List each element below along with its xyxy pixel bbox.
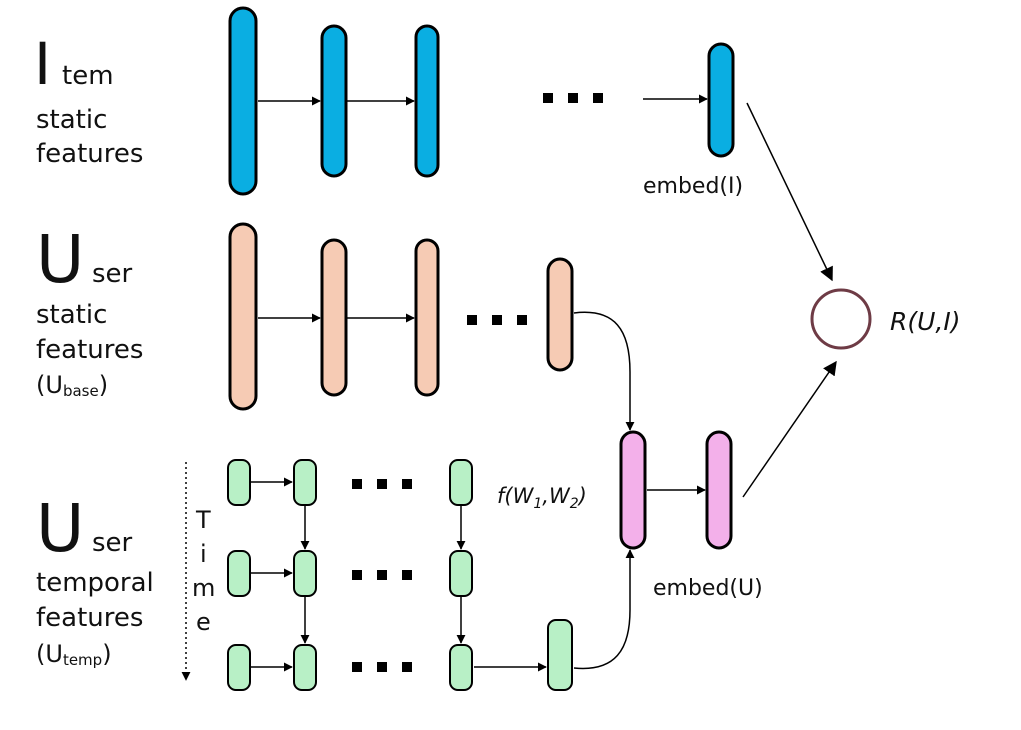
temporal-ellipsis-row3 xyxy=(352,662,412,672)
user-embed-layer xyxy=(705,430,733,550)
temporal-cell xyxy=(293,644,317,691)
f-function-label: f(W1,W2) xyxy=(497,484,587,512)
user-static-layer-3 xyxy=(414,238,440,397)
user-static-paren: (Ubase) xyxy=(36,371,108,400)
temporal-to-embed-arrow xyxy=(573,549,635,670)
user-to-output-arrow xyxy=(742,360,837,498)
user-temporal-network xyxy=(227,459,635,691)
item-to-output-arrow xyxy=(746,102,833,282)
item-layer-2 xyxy=(320,24,348,178)
combiner-layer xyxy=(619,430,647,550)
user-temporal-rest: ser xyxy=(92,528,133,558)
time-letter-i: i xyxy=(200,540,207,568)
item-rest: tem xyxy=(62,61,114,91)
item-layer-3 xyxy=(414,24,440,178)
user-temporal-line3: features xyxy=(36,603,143,633)
item-line3: features xyxy=(36,139,143,169)
temporal-cell xyxy=(449,459,473,506)
user-static-label: U ser static features (Ubase) xyxy=(36,221,143,400)
output-label: R(U,I) xyxy=(890,307,961,336)
user-static-initial: U xyxy=(36,221,84,298)
item-label: I tem static features xyxy=(34,30,143,169)
item-initial: I xyxy=(34,30,51,98)
temporal-cell xyxy=(293,550,317,597)
output: R(U,I) xyxy=(742,102,961,498)
user-static-layer-4 xyxy=(546,257,574,372)
temporal-ellipsis-row1 xyxy=(352,479,412,489)
temporal-cell xyxy=(449,644,473,691)
user-static-layer-2 xyxy=(320,238,348,397)
item-network: embed(I) xyxy=(228,6,743,199)
time-letter-e: e xyxy=(196,608,211,636)
output-circle xyxy=(810,288,872,350)
temporal-cell xyxy=(227,644,251,691)
time-letter-m: m xyxy=(192,574,215,602)
user-static-network xyxy=(228,222,635,431)
temporal-cell xyxy=(227,459,251,506)
user-temporal-paren: (Utemp) xyxy=(36,640,112,669)
user-static-ellipsis xyxy=(467,315,527,325)
user-temporal-label: U ser temporal features (Utemp) xyxy=(36,490,154,669)
item-line2: static xyxy=(36,105,107,135)
embed-item-label: embed(I) xyxy=(643,174,743,199)
user-static-rest: ser xyxy=(92,259,133,289)
user-temporal-initial: U xyxy=(36,490,84,567)
user-embed-network: f(W1,W2) embed(U) xyxy=(497,430,763,601)
time-axis: T i m e xyxy=(181,462,215,681)
time-letter-t: T xyxy=(195,506,211,534)
temporal-ellipsis-row2 xyxy=(352,570,412,580)
user-static-line2: static xyxy=(36,300,107,330)
embed-user-label: embed(U) xyxy=(653,576,763,601)
item-embed-layer xyxy=(707,42,735,158)
temporal-cell xyxy=(293,459,317,506)
temporal-cell xyxy=(449,550,473,597)
item-layer-1 xyxy=(228,6,258,196)
user-static-layer-1 xyxy=(228,222,258,411)
user-temporal-line2: temporal xyxy=(36,568,154,598)
user-static-to-embed-arrow xyxy=(573,311,635,431)
item-ellipsis xyxy=(543,93,603,103)
temporal-cell xyxy=(227,550,251,597)
temporal-output-cell xyxy=(547,619,573,691)
user-static-line3: features xyxy=(36,335,143,365)
